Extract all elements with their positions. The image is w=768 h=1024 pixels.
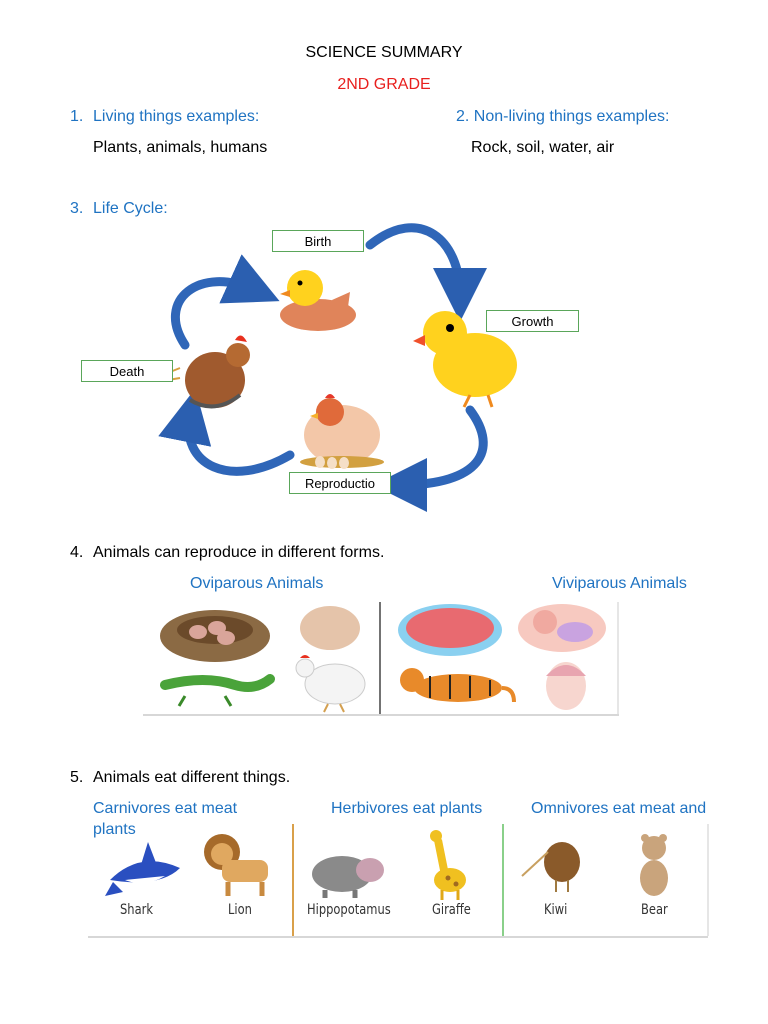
dead-chicken-icon [167, 335, 250, 409]
section4-heading: Animals can reproduce in different forms… [93, 544, 385, 561]
viviparous-heading: Viviparous Animals [552, 575, 687, 592]
section2-text: Rock, soil, water, air [471, 139, 615, 156]
hen-with-eggs-icon [300, 394, 384, 469]
page-title: SCIENCE SUMMARY [305, 44, 463, 61]
lion-icon [204, 834, 268, 896]
section5-number: 5. [70, 769, 84, 786]
growing-chick-icon [413, 311, 517, 408]
label-reproduction: Reproductio [289, 472, 391, 494]
shark-icon [105, 842, 180, 896]
cycle-arrow-left-top [170, 254, 280, 350]
egg-icon [300, 606, 360, 650]
hatching-chick-icon [280, 270, 356, 331]
carnivores-heading: Carnivores eat meat [93, 800, 238, 817]
section1-number: 1. [70, 108, 84, 125]
kiwi-icon [521, 842, 580, 892]
label-growth: Growth [486, 310, 579, 332]
diet-image-panel [88, 822, 708, 938]
reproduction-image-panel [143, 600, 619, 716]
tiger-icon [400, 668, 516, 703]
label-death: Death [81, 360, 173, 382]
page-subtitle: 2ND GRADE [337, 76, 431, 93]
section1-heading: Living things examples: [93, 108, 260, 125]
human-face-icon [546, 662, 586, 710]
cycle-arrow-right-bottom [373, 405, 488, 512]
section1-text: Plants, animals, humans [93, 139, 268, 156]
cycle-arrow-top-right [365, 223, 487, 322]
caption-kiwi: Kiwi [544, 902, 568, 918]
omnivores-heading: Omnivores eat meat and [531, 800, 707, 817]
placenta-icon [398, 604, 502, 656]
caption-hippopotamus: Hippopotamus [307, 902, 391, 918]
label-birth: Birth [272, 230, 364, 252]
herbivores-heading: Herbivores eat plants [331, 800, 483, 817]
bear-icon [640, 834, 668, 896]
giraffe-icon [430, 830, 466, 900]
caption-shark: Shark [120, 902, 153, 918]
cycle-arrow-bottom-left [158, 388, 295, 476]
section3-heading: Life Cycle: [93, 200, 168, 217]
hippopotamus-icon [312, 856, 384, 898]
embryo-icon [518, 604, 606, 652]
nest-with-eggs-icon [160, 610, 270, 662]
section3-number: 3. [70, 200, 84, 217]
caption-lion: Lion [228, 902, 252, 918]
section4-number: 4. [70, 544, 84, 561]
caption-bear: Bear [641, 902, 668, 918]
lizard-icon [160, 674, 275, 707]
rooster-icon [295, 655, 366, 713]
section5-heading: Animals eat different things. [93, 769, 291, 786]
section2-heading: 2. Non-living things examples: [456, 108, 670, 125]
omnivores-heading-continued: plants [93, 821, 136, 838]
oviparous-heading: Oviparous Animals [190, 575, 324, 592]
caption-giraffe: Giraffe [432, 902, 471, 918]
